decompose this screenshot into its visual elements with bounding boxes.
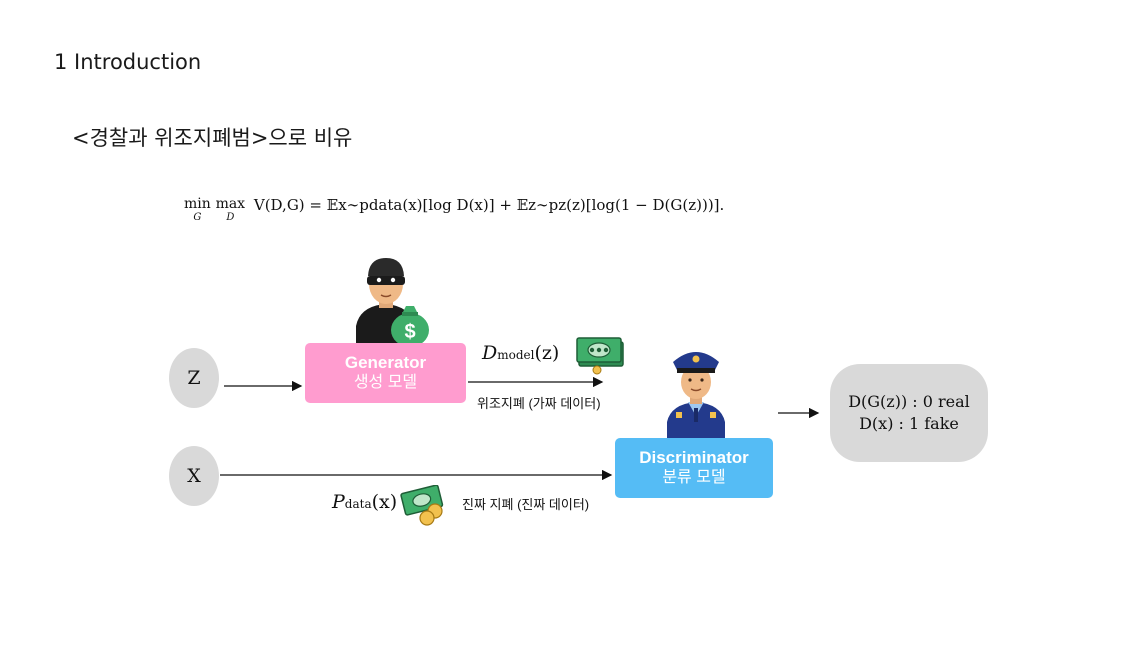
output-line-1: D(G(z)) : 0 real [848, 392, 970, 411]
real-distribution-label: Pdata(x) [332, 491, 398, 513]
generator-box: Generator 생성 모델 [305, 343, 466, 403]
fake-money-label: 위조지폐 (가짜 데이터) [477, 396, 601, 411]
generator-subtitle: 생성 모델 [353, 374, 418, 391]
generator-title: Generator [344, 353, 427, 372]
discriminator-output-box: D(G(z)) : 0 real D(x) : 1 fake [830, 364, 988, 462]
section-subheading: <경찰과 위조지폐범>으로 비유 [72, 126, 353, 150]
formula-expression: V(D,G) = 𝔼x∼pdata(x)[log D(x)] + 𝔼z∼pz(z… [253, 196, 725, 214]
section-heading: 1 Introduction [54, 50, 202, 74]
output-line-2: D(x) : 1 fake [859, 414, 959, 433]
discriminator-subtitle: 분류 모델 [662, 469, 726, 486]
min-operator: min G [184, 196, 211, 223]
real-money-label: 진짜 지폐 (진짜 데이터) [462, 497, 590, 512]
input-x-node: X [169, 446, 219, 506]
input-x-label: X [187, 465, 201, 487]
discriminator-title: Discriminator [639, 448, 749, 467]
discriminator-box: Discriminator 분류 모델 [615, 438, 773, 498]
gan-objective-formula: min G max D V(D,G) = 𝔼x∼pdata(x)[log D(x… [184, 196, 724, 225]
max-operator: max D [215, 196, 246, 223]
thief-icon: $ [356, 258, 429, 346]
banknote-coins-icon [400, 485, 444, 526]
input-z-node: Z [169, 348, 219, 408]
police-officer-icon [667, 352, 725, 438]
input-z-label: Z [187, 367, 201, 389]
banknote-icon [576, 337, 624, 375]
money-bag-icon: $ [391, 306, 429, 346]
fake-distribution-label: Dmodel(z) [482, 342, 560, 364]
svg-text:$: $ [404, 321, 415, 343]
